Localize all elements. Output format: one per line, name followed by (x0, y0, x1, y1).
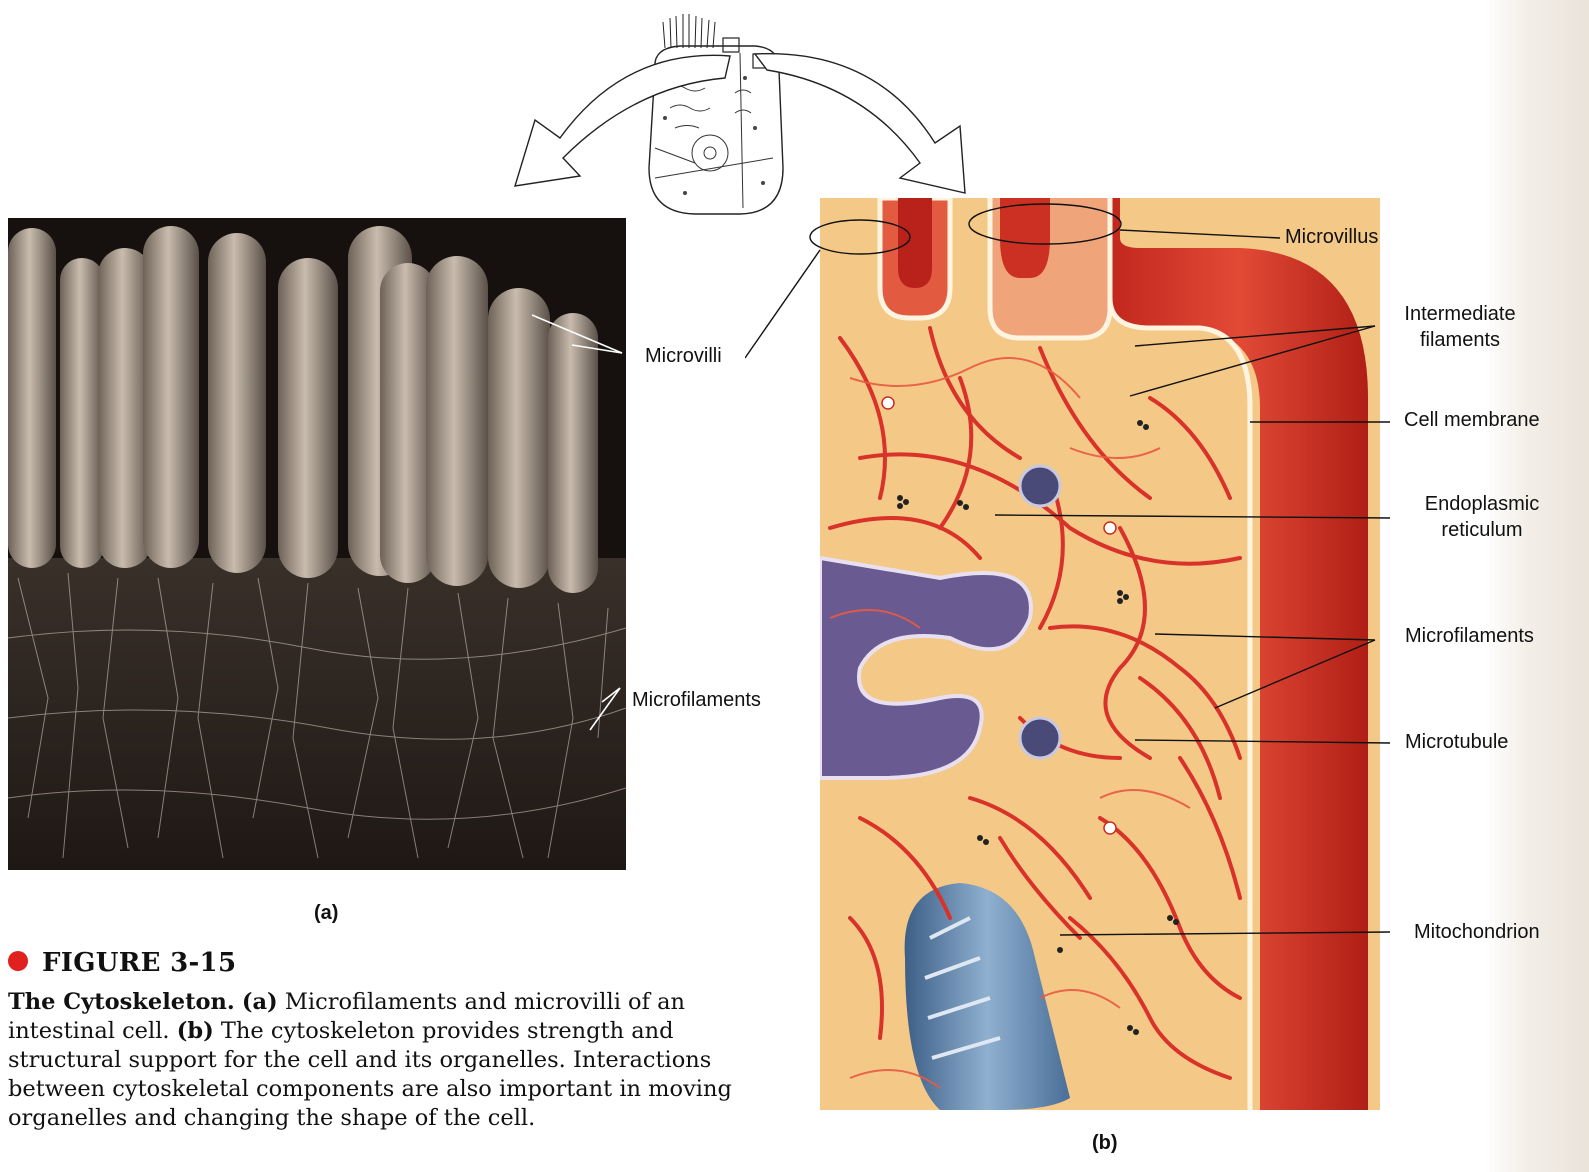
caption-a-tag: (a) (242, 989, 278, 1015)
label-intermediate-filaments-line2: filaments (1375, 328, 1545, 352)
panel-a-leader-lines (530, 300, 640, 760)
panel-a-tag: (a) (314, 902, 338, 925)
label-endoplasmic-reticulum-line2: reticulum (1400, 518, 1564, 542)
caption-title: The Cytoskeleton. (8, 989, 235, 1015)
cell-overview-sketch (505, 8, 975, 218)
label-microfilaments-b: Microfilaments (1405, 624, 1534, 648)
label-microvillus: Microvillus (1285, 225, 1378, 249)
adjacent-page-edge (1484, 0, 1589, 1172)
label-intermediate-filaments-line1: Intermediate (1375, 302, 1545, 326)
label-microtubule: Microtubule (1405, 730, 1508, 754)
panel-b-leader-lines (745, 200, 1405, 960)
panel-b-tag: (b) (1092, 1132, 1118, 1155)
label-microvilli: Microvilli (645, 344, 722, 368)
label-endoplasmic-reticulum-line1: Endoplasmic (1400, 492, 1564, 516)
label-mitochondrion: Mitochondrion (1414, 920, 1540, 944)
figure-number-text: FIGURE 3-15 (42, 948, 236, 978)
figure-number: FIGURE 3-15 (8, 948, 236, 978)
figure-caption: The Cytoskeleton. (a) Microfilaments and… (8, 988, 768, 1133)
label-cell-membrane: Cell membrane (1404, 408, 1540, 432)
figure-bullet-dot (8, 951, 28, 971)
label-microfilaments-a: Microfilaments (632, 688, 761, 712)
caption-b-tag: (b) (177, 1018, 214, 1044)
